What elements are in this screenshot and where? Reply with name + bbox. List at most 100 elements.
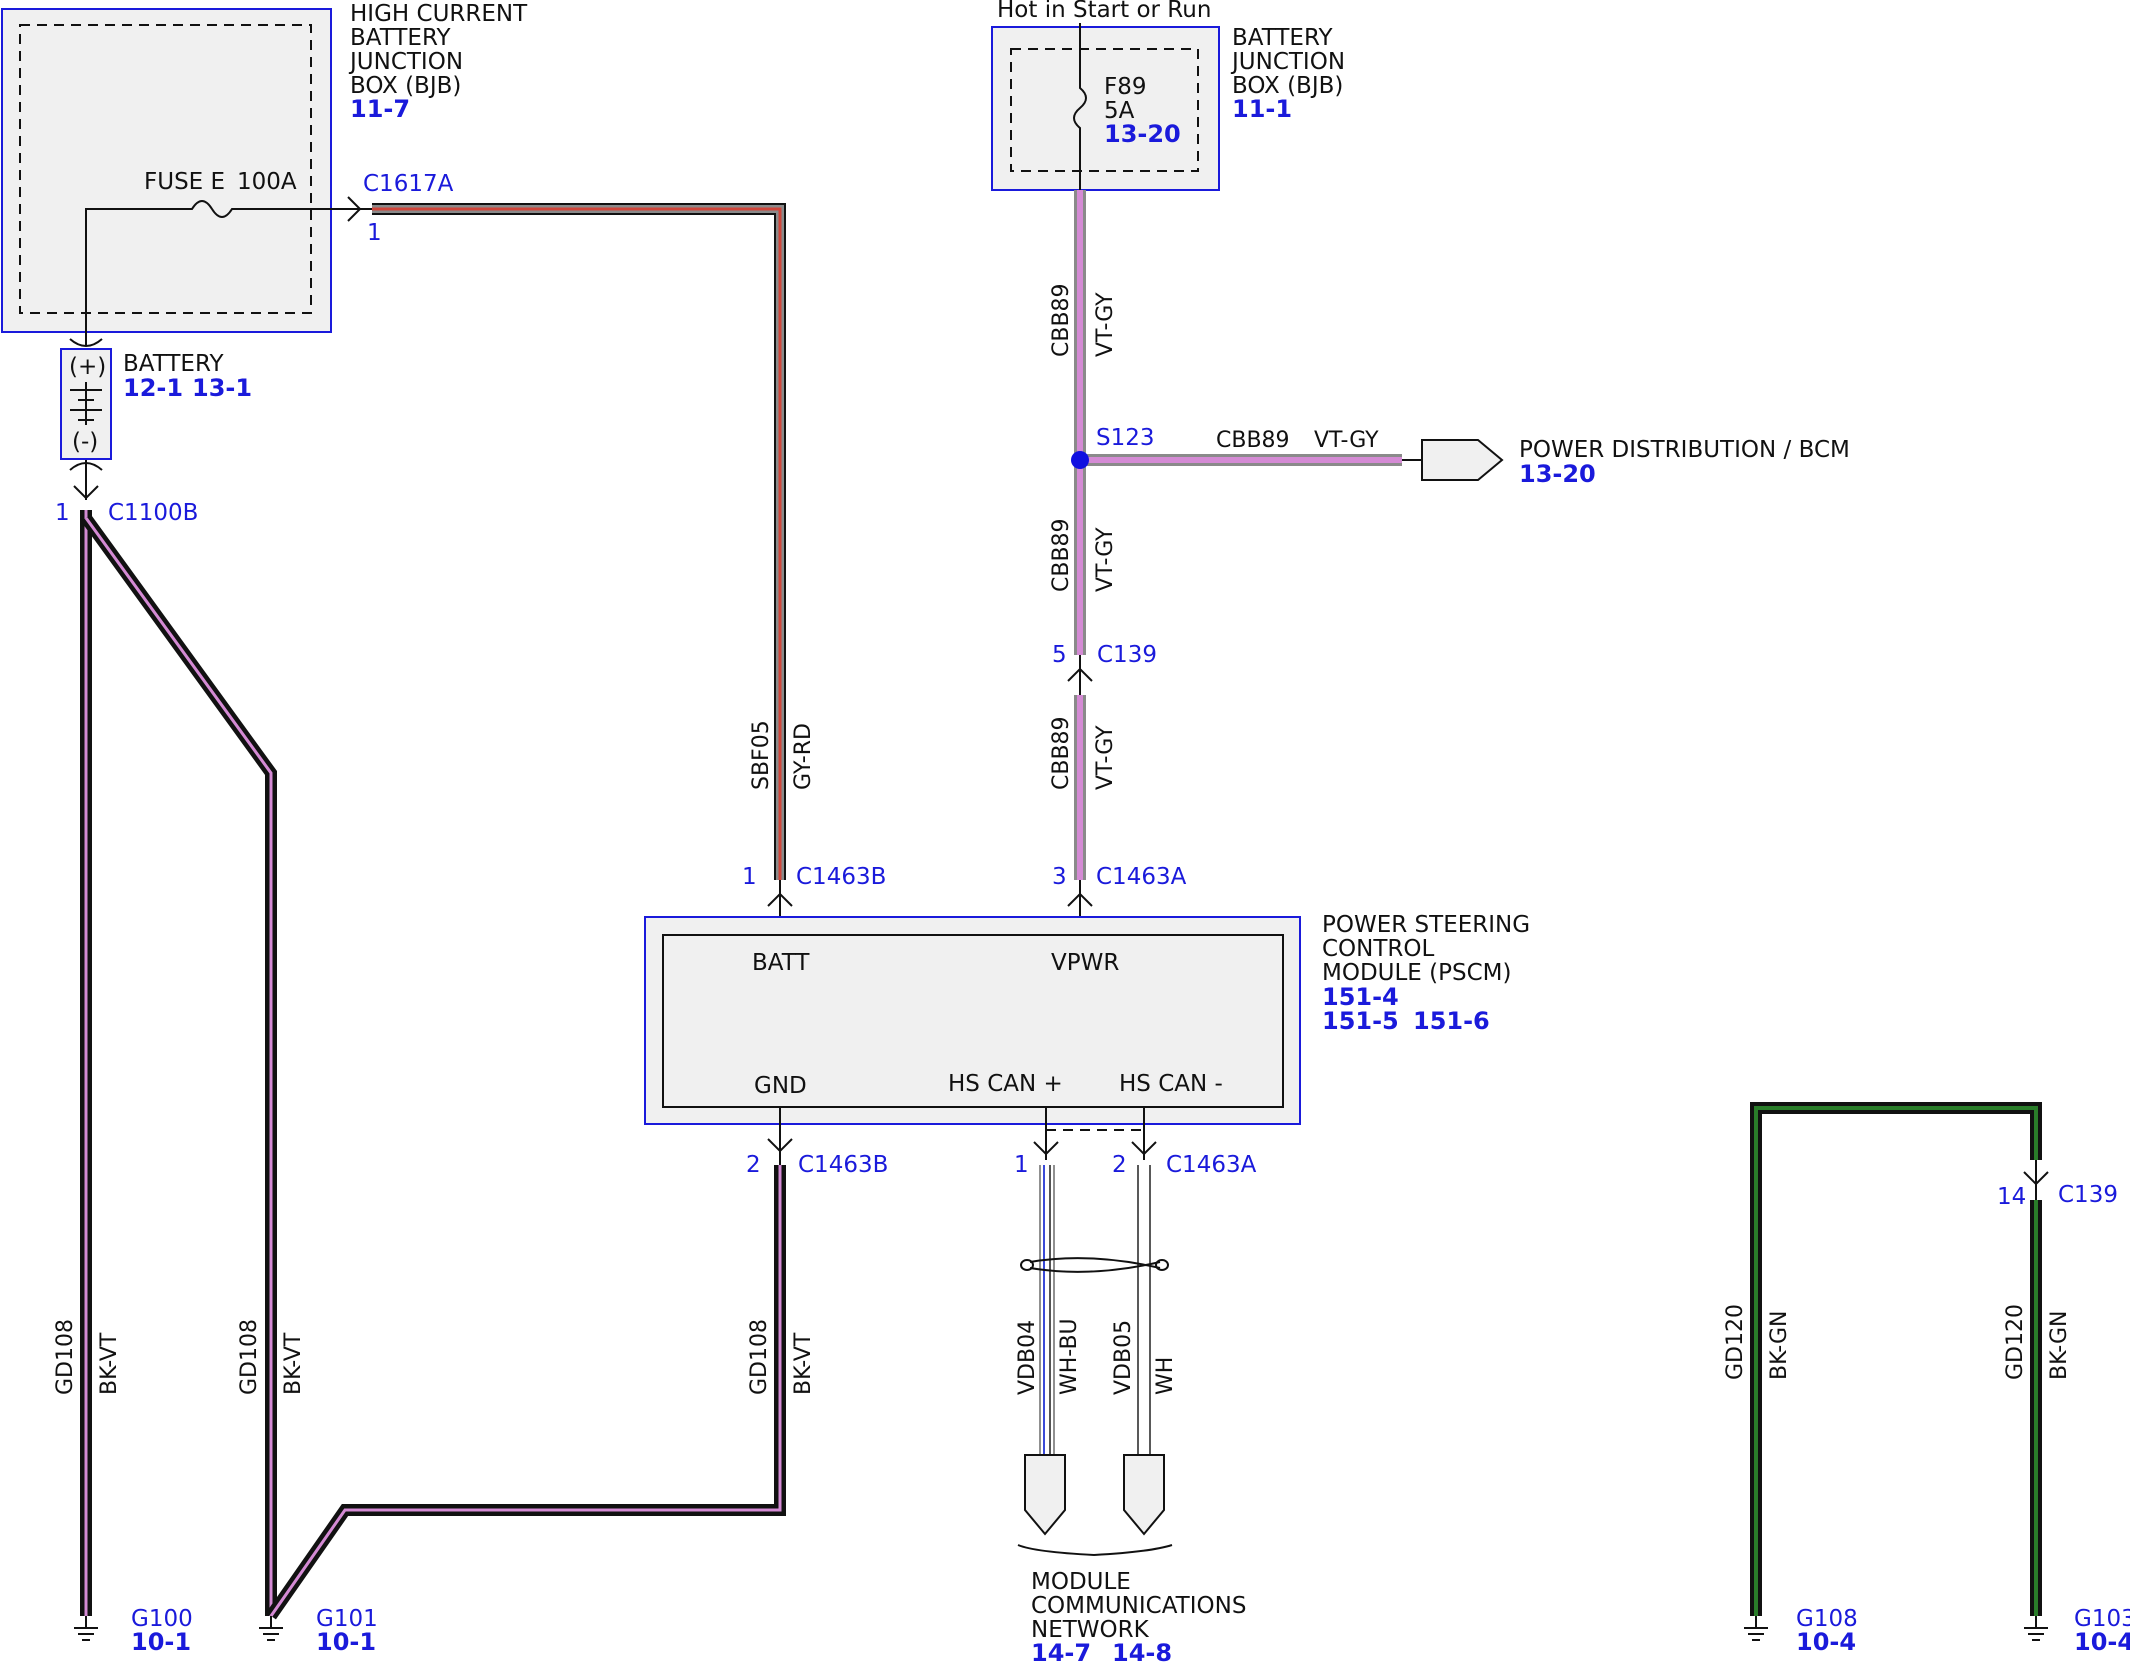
pscm-ref-3: 151-6: [1413, 1007, 1490, 1035]
battery-minus: (-): [72, 429, 98, 455]
module-communications-network: MODULE COMMUNICATIONS NETWORK 14-7 14-8: [1017, 1454, 1246, 1662]
c139-vpwr-pin: 5: [1052, 642, 1067, 668]
c1463a-vpwr-connector: 3 C1463A: [1052, 864, 1187, 935]
gd108-b-circuit: GD108: [237, 1319, 262, 1395]
cbb89-mid-color: VT-GY: [1093, 527, 1118, 592]
network-ref-1: 14-7: [1031, 1639, 1091, 1662]
vdb05-color: WH: [1153, 1357, 1178, 1395]
bjb-ref: 11-1: [1232, 95, 1292, 123]
g108-ref: 10-4: [1796, 1628, 1856, 1656]
f89-ref: 13-20: [1104, 120, 1181, 148]
c139-vpwr-name: C139: [1097, 642, 1157, 668]
vdb05-circuit: VDB05: [1111, 1320, 1136, 1395]
gd108-b-color: BK-VT: [281, 1332, 306, 1395]
c1100b-pin: 1: [55, 500, 70, 526]
pscm-label-line-2: CONTROL: [1322, 936, 1435, 962]
c1463a-vpwr-pin: 3: [1052, 864, 1067, 890]
pscm-pin-batt: BATT: [752, 950, 810, 976]
pscm-ref-2: 151-5: [1322, 1007, 1399, 1035]
hcbjb-label-line-2: BATTERY: [350, 25, 451, 51]
wire-sbf05: SBF05 GY-RD: [372, 203, 816, 880]
c1463b-gnd-pin: 2: [746, 1152, 761, 1178]
c139-gnd-pin: 14: [1997, 1184, 2026, 1210]
fuse-e-symbol: [85, 200, 372, 345]
pscm-pin-can-plus: HS CAN +: [948, 1071, 1063, 1097]
power-dist-label: POWER DISTRIBUTION / BCM: [1519, 437, 1850, 463]
ground-g101: G101 10-1: [259, 1606, 378, 1656]
hcbjb-ref: 11-7: [350, 95, 410, 123]
g100-ref: 10-1: [131, 1628, 191, 1656]
pscm-module: BATT VPWR GND HS CAN + HS CAN - POWER ST…: [644, 912, 1530, 1125]
hcbjb-label-line-4: BOX (BJB): [350, 73, 461, 99]
cbb89-top-color: VT-GY: [1093, 292, 1118, 357]
c1463a-vpwr-name: C1463A: [1096, 864, 1187, 890]
hot-in-start-run: Hot in Start or Run: [997, 0, 1211, 23]
c139-vpwr-connector: 5 C139: [1052, 642, 1157, 695]
c1617a-connector: C1617A 1: [347, 171, 454, 246]
c139-gnd-name: C139: [2058, 1182, 2118, 1208]
network-ref-2: 14-8: [1112, 1639, 1172, 1662]
battery-junction-box: Hot in Start or Run F89 5A 13-20 BATTERY…: [991, 0, 1345, 191]
c1463b-batt-name: C1463B: [796, 864, 886, 890]
power-dist-ref: 13-20: [1519, 460, 1596, 488]
c1463b-batt-connector: 1 C1463B: [742, 864, 886, 935]
sbf05-circuit: SBF05: [749, 720, 774, 790]
cbb89-low-color: VT-GY: [1093, 725, 1118, 790]
gd120-b-color: BK-GN: [2047, 1311, 2072, 1380]
high-current-bjb: HIGH CURRENT BATTERY JUNCTION BOX (BJB) …: [1, 1, 528, 345]
fuse-f89-symbol: [1073, 23, 1087, 190]
pscm-label-line-1: POWER STEERING: [1322, 912, 1530, 938]
c1100b-connector: 1 C1100B: [55, 460, 198, 526]
g103-name: G103: [2074, 1606, 2130, 1632]
ground-g103: G103 10-4: [2024, 1606, 2130, 1656]
hcbjb-label-line-3: JUNCTION: [348, 49, 463, 75]
cbb89-branch-circuit: CBB89: [1216, 428, 1290, 453]
c1463a-can-minus-pin: 2: [1112, 1152, 1127, 1178]
battery: (+) (-) BATTERY 12-1 13-1: [60, 338, 252, 471]
fuse-e-rating: 100A: [237, 169, 297, 195]
c1463b-gnd-name: C1463B: [798, 1152, 888, 1178]
sbf05-color: GY-RD: [791, 723, 816, 790]
cbb89-branch-color: VT-GY: [1314, 428, 1379, 453]
pscm-ref-1: 151-4: [1322, 983, 1399, 1011]
bjb-label-line-2: JUNCTION: [1230, 49, 1345, 75]
gd108-a-color: BK-VT: [97, 1332, 122, 1395]
g101-name: G101: [316, 1606, 378, 1632]
network-label-line-1: MODULE: [1031, 1569, 1131, 1595]
c139-gnd-connector: 14 C139: [1997, 1160, 2118, 1210]
f89-label: F89: [1104, 74, 1147, 100]
g108-name: G108: [1796, 1606, 1858, 1632]
cbb89-top-circuit: CBB89: [1049, 283, 1074, 357]
g100-name: G100: [131, 1606, 193, 1632]
c1463b-gnd-connector: 2 C1463B: [746, 1107, 888, 1178]
wire-cbb89: CBB89 VT-GY CBB89 VT-GY CBB89 VT-GY CBB8…: [1049, 190, 1402, 880]
vdb04-color: WH-BU: [1057, 1318, 1082, 1395]
ground-g108: G108 10-4: [1744, 1606, 1858, 1656]
power-distribution-bcm: POWER DISTRIBUTION / BCM 13-20: [1402, 437, 1850, 488]
g103-ref: 10-4: [2074, 1628, 2130, 1656]
battery-symbol: [70, 382, 102, 425]
bjb-label-line-1: BATTERY: [1232, 25, 1333, 51]
splice-s123: S123: [1071, 425, 1155, 469]
c1617a-pin: 1: [367, 220, 382, 246]
g101-ref: 10-1: [316, 1628, 376, 1656]
gd120-a-circuit: GD120: [1723, 1304, 1748, 1380]
network-label-line-3: NETWORK: [1031, 1617, 1150, 1643]
pscm-pin-can-minus: HS CAN -: [1119, 1071, 1223, 1097]
battery-ref-1: 12-1: [123, 374, 183, 402]
ground-g100: G100 10-1: [74, 1606, 193, 1656]
gd108-c-color: BK-VT: [791, 1332, 816, 1395]
c1617a-name: C1617A: [363, 171, 454, 197]
battery-ref-2: 13-1: [192, 374, 252, 402]
cbb89-mid-circuit: CBB89: [1049, 518, 1074, 592]
vdb04-circuit: VDB04: [1015, 1320, 1040, 1395]
gd108-a-circuit: GD108: [53, 1319, 78, 1395]
wire-gd108-ground: GD108 BK-VT GD108 BK-VT GD108 BK-VT: [53, 510, 816, 1620]
battery-label: BATTERY: [123, 351, 224, 377]
c1100b-name: C1100B: [108, 500, 198, 526]
gd120-b-circuit: GD120: [2003, 1304, 2028, 1380]
f89-rating: 5A: [1104, 98, 1135, 124]
s123-name: S123: [1096, 425, 1155, 451]
wire-gd120: GD120 BK-GN GD120 BK-GN: [1723, 1102, 2072, 1616]
